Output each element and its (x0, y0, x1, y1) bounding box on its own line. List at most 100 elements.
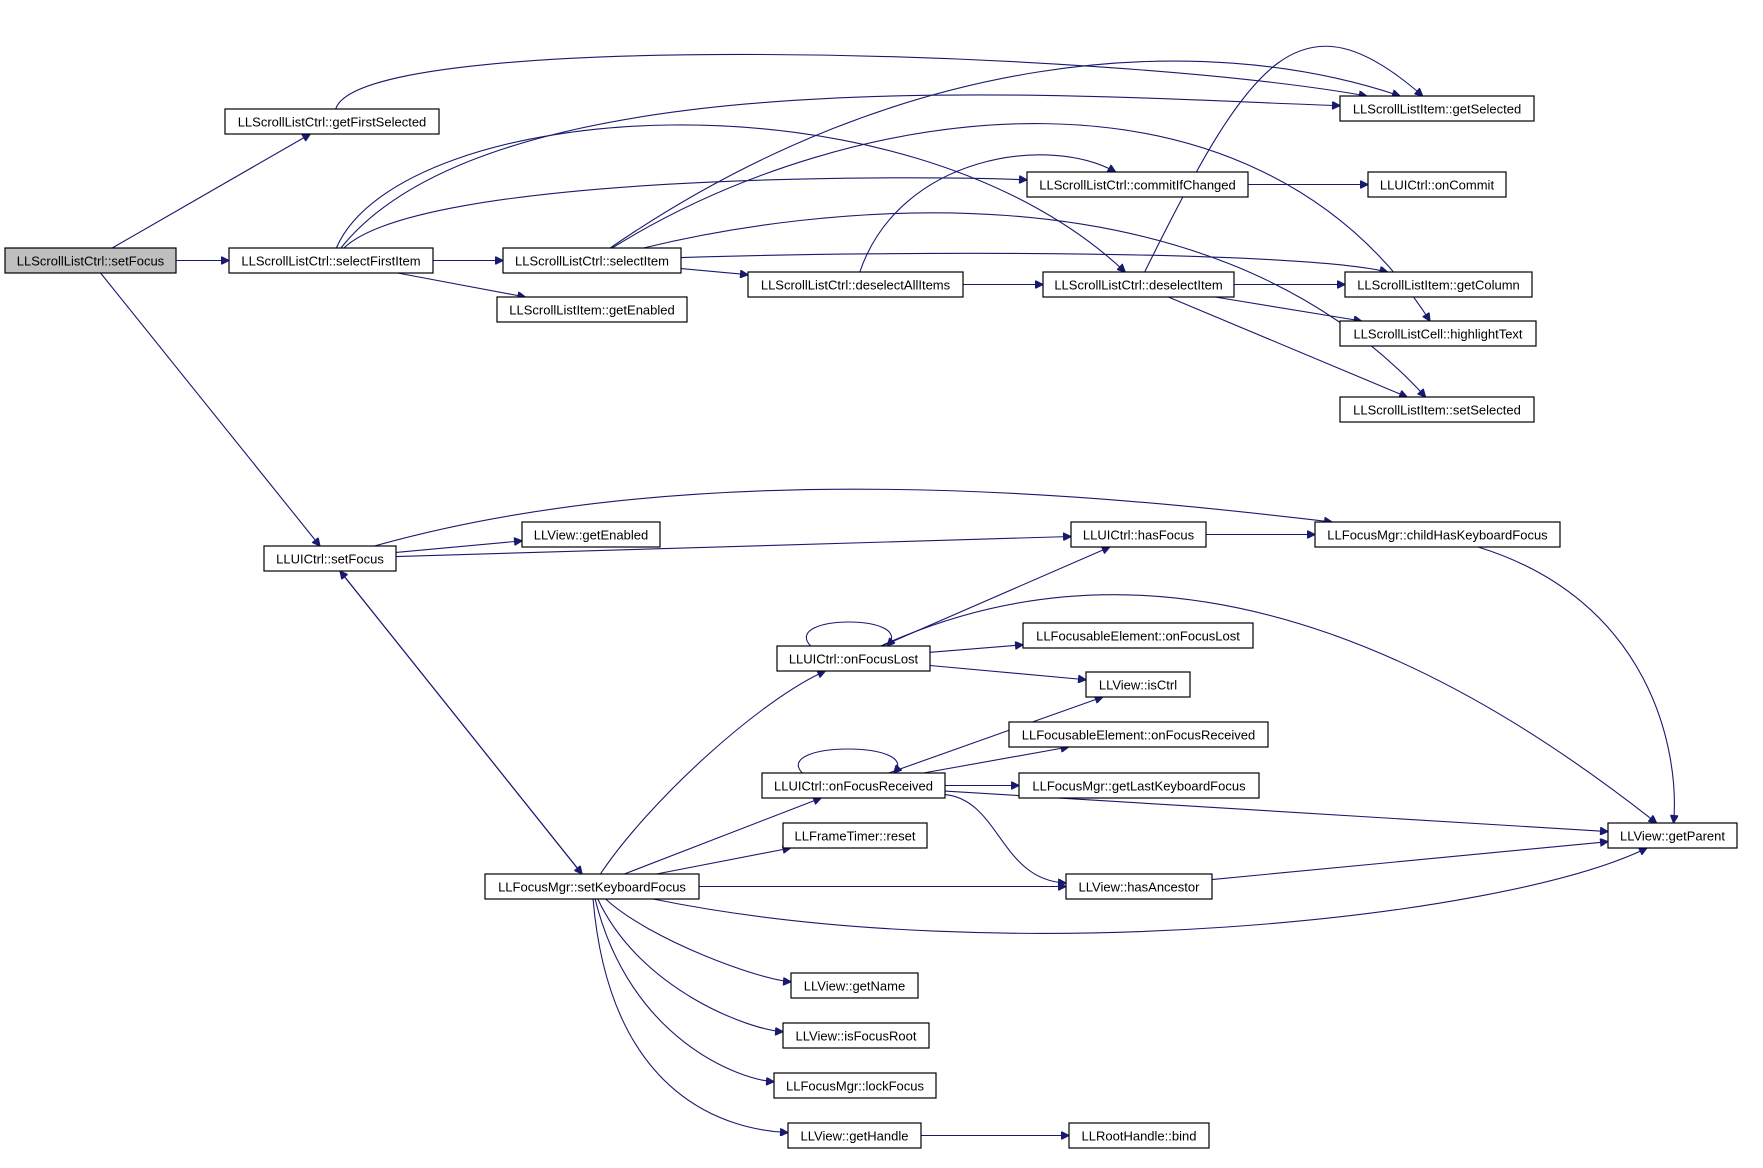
node-n31[interactable]: LLRootHandle::bind (1068, 1122, 1210, 1149)
edge-n21-n26 (944, 794, 1066, 884)
node-box[interactable] (1026, 171, 1249, 198)
node-n1[interactable]: LLScrollListCtrl::getFirstSelected (224, 108, 440, 135)
node-n15[interactable]: LLUICtrl::hasFocus (1070, 521, 1207, 548)
node-n29[interactable]: LLFocusMgr::lockFocus (773, 1072, 937, 1099)
node-n17[interactable]: LLUICtrl::onFocusLost (776, 645, 931, 672)
node-box[interactable] (1018, 772, 1260, 799)
node-n25[interactable]: LLFocusMgr::setKeyboardFocus (484, 873, 700, 900)
edge-n13-n14 (395, 541, 522, 553)
node-n27[interactable]: LLView::getName (790, 972, 919, 999)
edge-n25-n13 (340, 571, 583, 875)
node-label: LLFocusMgr::getLastKeyboardFocus (1032, 779, 1246, 794)
node-box[interactable] (521, 521, 661, 548)
edge-n17-n18 (929, 645, 1023, 653)
edge-n16-n24 (1477, 546, 1674, 823)
edge-n6-n9 (680, 252, 1388, 272)
node-n28[interactable]: LLView::isFocusRoot (782, 1022, 930, 1049)
node-box[interactable] (1339, 396, 1535, 423)
edge-n6-n7 (680, 268, 748, 275)
node-n4[interactable]: LLScrollListCtrl::commitIfChanged (1026, 171, 1249, 198)
node-box[interactable] (747, 271, 964, 298)
edge-n13-n16 (374, 488, 1332, 547)
node-n30[interactable]: LLView::getHandle (787, 1122, 922, 1149)
node-box[interactable] (1065, 873, 1213, 900)
node-box[interactable] (1008, 721, 1269, 748)
node-box[interactable] (1367, 171, 1507, 198)
node-box[interactable] (496, 296, 688, 323)
node-box[interactable] (502, 247, 682, 274)
nodes-layer: LLScrollListCtrl::setFocusLLScrollListCt… (4, 95, 1738, 1149)
node-box[interactable] (263, 545, 397, 572)
node-box[interactable] (1042, 271, 1235, 298)
node-n3[interactable]: LLScrollListCtrl::selectFirstItem (228, 247, 434, 274)
edge-n7-n4 (859, 154, 1116, 273)
edge-n17-n19 (929, 664, 1086, 679)
node-box[interactable] (484, 873, 700, 900)
node-label: LLUICtrl::onFocusReceived (774, 779, 933, 794)
node-n11[interactable]: LLScrollListCell::highlightText (1339, 320, 1537, 347)
node-box[interactable] (776, 645, 931, 672)
node-box[interactable] (782, 1022, 930, 1049)
edge-n8-n11 (1214, 296, 1362, 321)
node-label: LLScrollListCtrl::deselectItem (1054, 278, 1222, 293)
node-box[interactable] (1022, 622, 1254, 649)
node-label: LLView::getHandle (801, 1129, 909, 1144)
node-label: LLFocusableElement::onFocusLost (1036, 629, 1240, 644)
node-n0[interactable]: LLScrollListCtrl::setFocus (4, 247, 177, 274)
node-n7[interactable]: LLScrollListCtrl::deselectAllItems (747, 271, 964, 298)
node-n14[interactable]: LLView::getEnabled (521, 521, 661, 548)
node-box[interactable] (761, 772, 946, 799)
node-label: LLScrollListItem::getEnabled (509, 303, 674, 318)
node-box[interactable] (1314, 521, 1561, 548)
node-label: LLScrollListCell::highlightText (1353, 327, 1522, 342)
node-n13[interactable]: LLUICtrl::setFocus (263, 545, 397, 572)
node-n24[interactable]: LLView::getParent (1607, 822, 1738, 849)
edge-n6-n2 (609, 60, 1400, 249)
node-box[interactable] (4, 247, 177, 274)
node-n5[interactable]: LLUICtrl::onCommit (1367, 171, 1507, 198)
node-n26[interactable]: LLView::hasAncestor (1065, 873, 1213, 900)
node-n16[interactable]: LLFocusMgr::childHasKeyboardFocus (1314, 521, 1561, 548)
edge-n3-n4 (343, 178, 1027, 249)
node-box[interactable] (1607, 822, 1738, 849)
node-n22[interactable]: LLFocusMgr::getLastKeyboardFocus (1018, 772, 1260, 799)
node-n12[interactable]: LLScrollListItem::setSelected (1339, 396, 1535, 423)
node-box[interactable] (787, 1122, 922, 1149)
node-n9[interactable]: LLScrollListItem::getColumn (1344, 271, 1533, 298)
node-n21[interactable]: LLUICtrl::onFocusReceived (761, 772, 946, 799)
node-n2[interactable]: LLScrollListItem::getSelected (1339, 95, 1535, 122)
node-box[interactable] (1339, 320, 1537, 347)
node-box[interactable] (782, 822, 928, 849)
node-box[interactable] (790, 972, 919, 999)
node-label: LLView::hasAncestor (1079, 880, 1201, 895)
node-label: LLFocusMgr::childHasKeyboardFocus (1327, 528, 1548, 543)
node-n8[interactable]: LLScrollListCtrl::deselectItem (1042, 271, 1235, 298)
node-n18[interactable]: LLFocusableElement::onFocusLost (1022, 622, 1254, 649)
node-box[interactable] (1068, 1122, 1210, 1149)
node-n19[interactable]: LLView::isCtrl (1085, 671, 1191, 698)
node-label: LLUICtrl::hasFocus (1083, 528, 1195, 543)
node-n20[interactable]: LLFocusableElement::onFocusReceived (1008, 721, 1269, 748)
edge-n1-n2 (335, 53, 1367, 110)
node-label: LLUICtrl::setFocus (276, 552, 384, 567)
node-n6[interactable]: LLScrollListCtrl::selectItem (502, 247, 682, 274)
node-label: LLScrollListCtrl::selectItem (515, 254, 669, 269)
node-box[interactable] (1085, 671, 1191, 698)
node-box[interactable] (224, 108, 440, 135)
node-box[interactable] (1339, 95, 1535, 122)
node-box[interactable] (228, 247, 434, 274)
node-label: LLScrollListCtrl::getFirstSelected (238, 115, 427, 130)
edge-n21-n20 (923, 747, 1068, 774)
node-box[interactable] (1070, 521, 1207, 548)
node-box[interactable] (1344, 271, 1533, 298)
node-n10[interactable]: LLScrollListItem::getEnabled (496, 296, 688, 323)
edges-layer (100, 45, 1675, 1135)
node-label: LLScrollListCtrl::commitIfChanged (1039, 178, 1236, 193)
edge-n26-n24 (1211, 842, 1608, 881)
edge-n25-n29 (594, 898, 774, 1082)
node-box[interactable] (773, 1072, 937, 1099)
node-n23[interactable]: LLFrameTimer::reset (782, 822, 928, 849)
edge-n8-n2 (1144, 45, 1423, 273)
edge-n0-n13 (100, 272, 320, 546)
